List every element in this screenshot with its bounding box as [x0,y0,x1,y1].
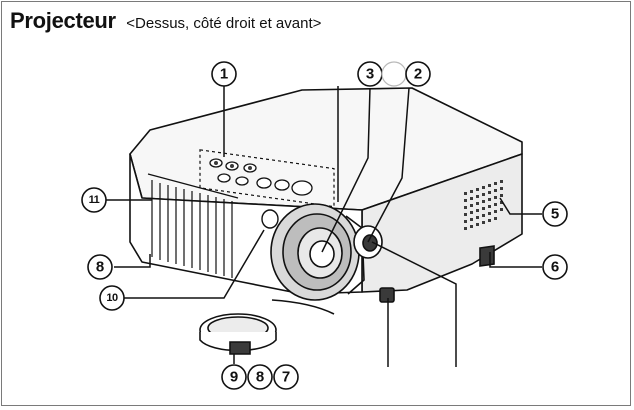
callout-7: 7 [273,364,299,390]
svg-text:2: 2 [414,66,422,83]
callout-5: 5 [542,201,568,227]
callout-blank-circle [381,61,407,87]
control-panel [199,149,335,208]
title-subtitle: <Dessus, côté droit et avant> [126,15,322,32]
callout-1: 1 [211,61,237,87]
svg-text:9: 9 [230,369,238,386]
callout-8-bottom: 8 [247,364,273,390]
svg-text:11: 11 [89,194,100,206]
projection-lens [270,203,365,301]
figure-title: Projecteur <Dessus, côté droit et avant> [10,8,321,34]
svg-text:7: 7 [282,369,290,386]
lens-cap [199,299,335,355]
callout-2: 2 [405,61,431,87]
callout-11: 11 [81,187,107,213]
svg-text:1: 1 [220,66,228,83]
projector-diagram: 1 3 2 5 6 11 8 10 [81,61,568,390]
svg-text:8: 8 [256,369,264,386]
callout-6: 6 [542,254,568,280]
svg-text:8: 8 [96,259,104,276]
callout-9: 9 [221,364,247,390]
title-main: Projecteur [10,8,116,33]
front-sensor [261,209,279,229]
svg-text:3: 3 [366,66,374,83]
intake-vents [147,173,239,278]
side-grille [464,180,503,230]
svg-text:6: 6 [551,259,559,276]
callout-8-left: 8 [87,254,113,280]
callout-3: 3 [357,61,383,87]
callout-10: 10 [99,285,125,311]
svg-text:10: 10 [106,292,118,304]
svg-text:5: 5 [551,206,559,223]
leader-lines [106,86,542,367]
